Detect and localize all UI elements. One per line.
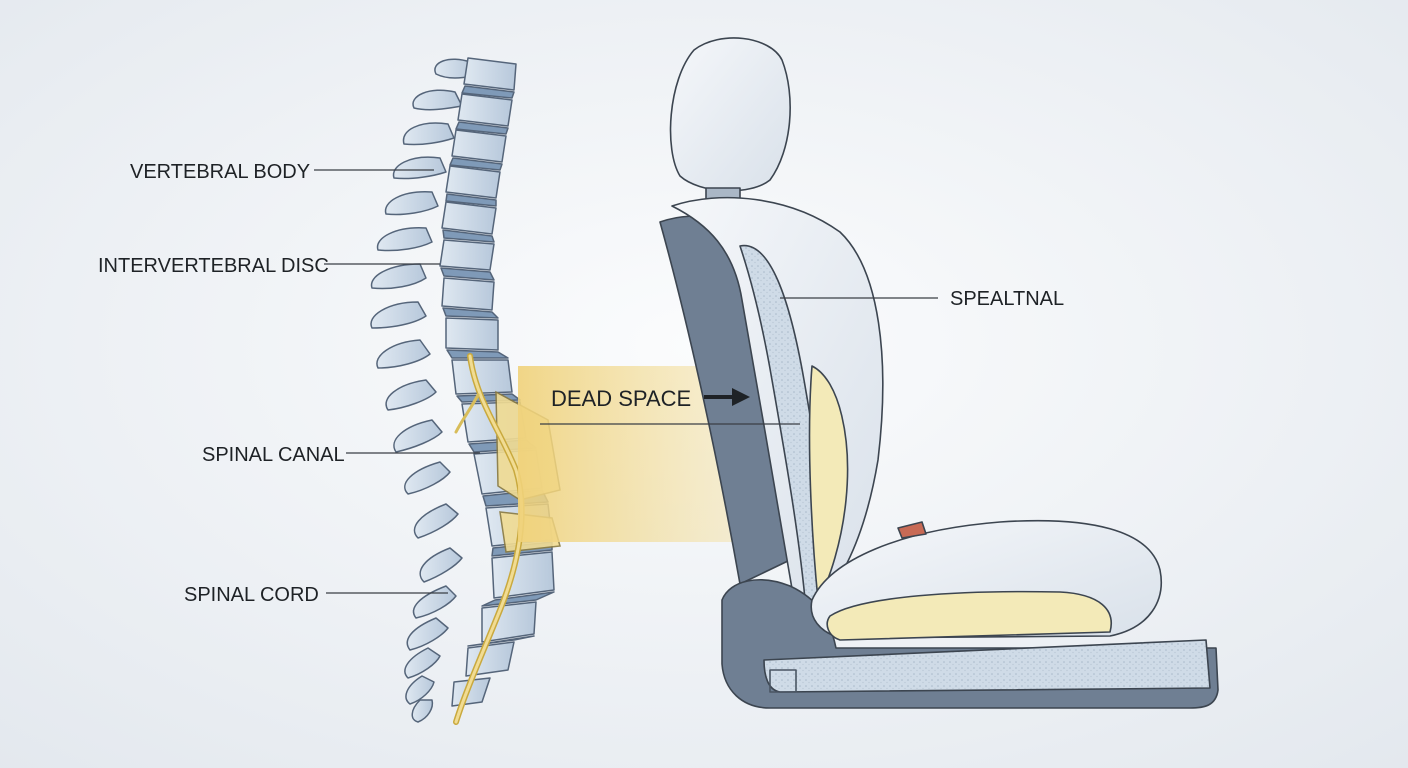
seat-base-foam (763, 639, 1211, 693)
seat-illustration (659, 37, 1219, 709)
seat-belt-buckle (897, 521, 927, 539)
label-seat-layer: SPEALTNAL (950, 288, 1064, 310)
label-intervertebral-disc: INTERVERTEBRAL DISC (98, 255, 329, 277)
label-spinal-canal: SPINAL CANAL (202, 444, 345, 466)
seat-latch (769, 669, 797, 693)
label-dead-space: DEAD SPACE (551, 386, 691, 411)
arrow-right-icon (704, 388, 750, 406)
label-spinal-cord: SPINAL CORD (184, 584, 319, 606)
seat-cushion-foam (826, 590, 1112, 641)
label-vertebral-body: VERTEBRAL BODY (130, 161, 310, 183)
lumbar-foam (808, 365, 849, 601)
headrest (669, 37, 791, 192)
